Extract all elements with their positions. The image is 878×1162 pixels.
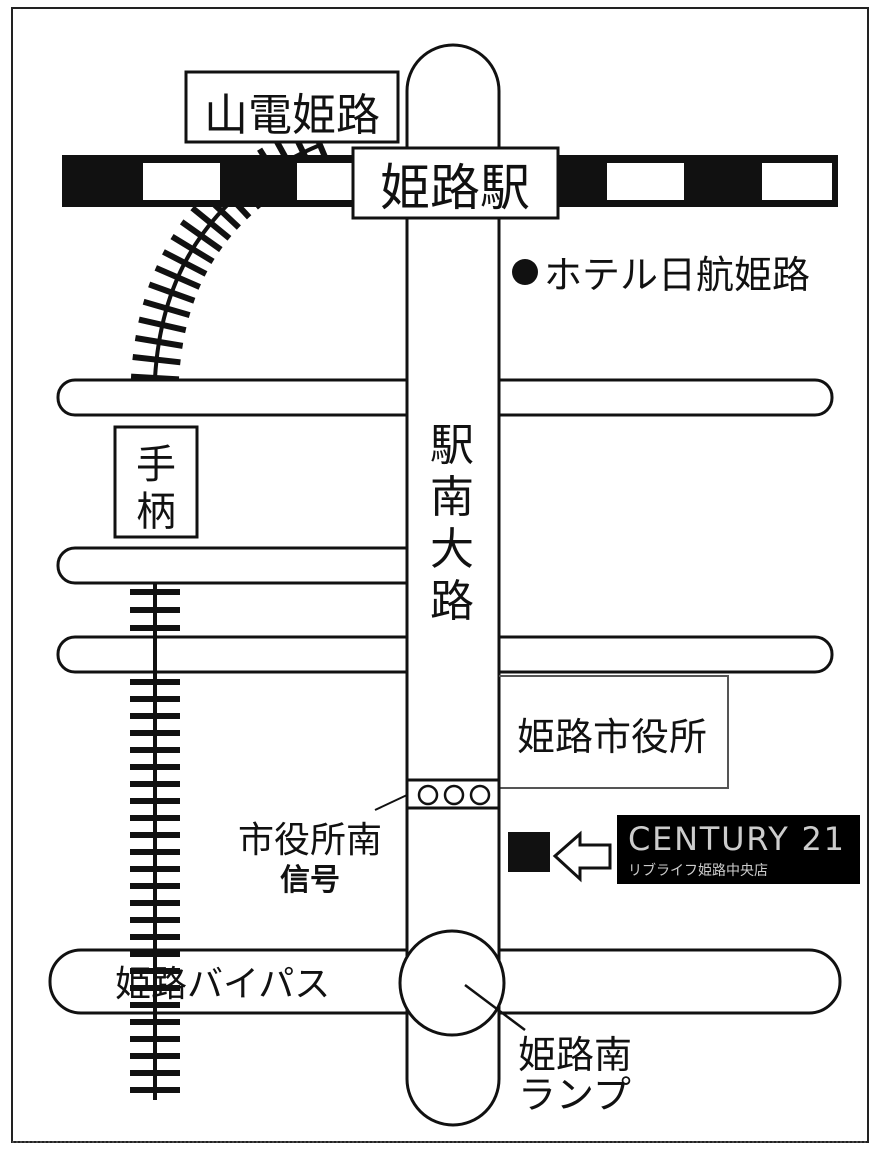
rail-tie bbox=[179, 219, 223, 253]
jr-bantan-railway bbox=[130, 583, 180, 1100]
rail-tie bbox=[154, 265, 201, 290]
street-label-2: 南 bbox=[430, 472, 474, 523]
rail-tie bbox=[134, 335, 184, 349]
rail-tie bbox=[170, 233, 215, 265]
ramp-leader-line bbox=[464, 984, 526, 1031]
street-label-3: 大 bbox=[430, 524, 474, 575]
rail-tie bbox=[132, 354, 181, 366]
street-label-1: 駅 bbox=[430, 420, 474, 471]
ramp-label-1: 姫路南 bbox=[518, 1033, 632, 1077]
sanden-himeji-box bbox=[184, 70, 400, 144]
sanden-himeji-label: 山電姫路 bbox=[204, 90, 380, 141]
tegara-label-1: 手 bbox=[136, 442, 176, 488]
rail-tie bbox=[148, 281, 196, 304]
city-hall-label: 姫路市役所 bbox=[517, 715, 707, 759]
rail-tie bbox=[190, 205, 232, 241]
tegara-box bbox=[113, 425, 199, 539]
bypass-label: 姫路バイパス bbox=[115, 964, 330, 1005]
century21-logo-box bbox=[617, 815, 860, 884]
signal-sub-label: 信号 bbox=[280, 863, 340, 898]
century21-brand: CENTURY 21 bbox=[628, 820, 846, 858]
himeji-station-box bbox=[351, 146, 560, 220]
hotel-marker-icon bbox=[512, 259, 538, 285]
roundabout bbox=[398, 929, 506, 1037]
hotel-nikko-label: ホテル日航姫路 bbox=[544, 253, 810, 297]
signal-label: 市役所南 bbox=[238, 820, 382, 861]
tegara-label-2: 柄 bbox=[136, 489, 176, 535]
rail-tie bbox=[162, 249, 208, 277]
store-location-marker bbox=[508, 832, 550, 872]
himeji-station-label: 姫路駅 bbox=[380, 159, 530, 217]
rail-tie bbox=[142, 298, 191, 319]
rail-tie bbox=[138, 316, 187, 334]
ekiminami-oji-road bbox=[405, 43, 501, 1127]
city-hall-outline bbox=[499, 675, 729, 789]
store-name: リブライフ姫路中央店 bbox=[628, 862, 768, 879]
ramp-label-2: ランプ bbox=[518, 1073, 631, 1117]
signal-leader-line bbox=[374, 794, 408, 811]
street-label-4: 路 bbox=[430, 576, 474, 627]
road-horizontal-2 bbox=[56, 546, 440, 585]
arrow-left-icon bbox=[552, 830, 612, 883]
